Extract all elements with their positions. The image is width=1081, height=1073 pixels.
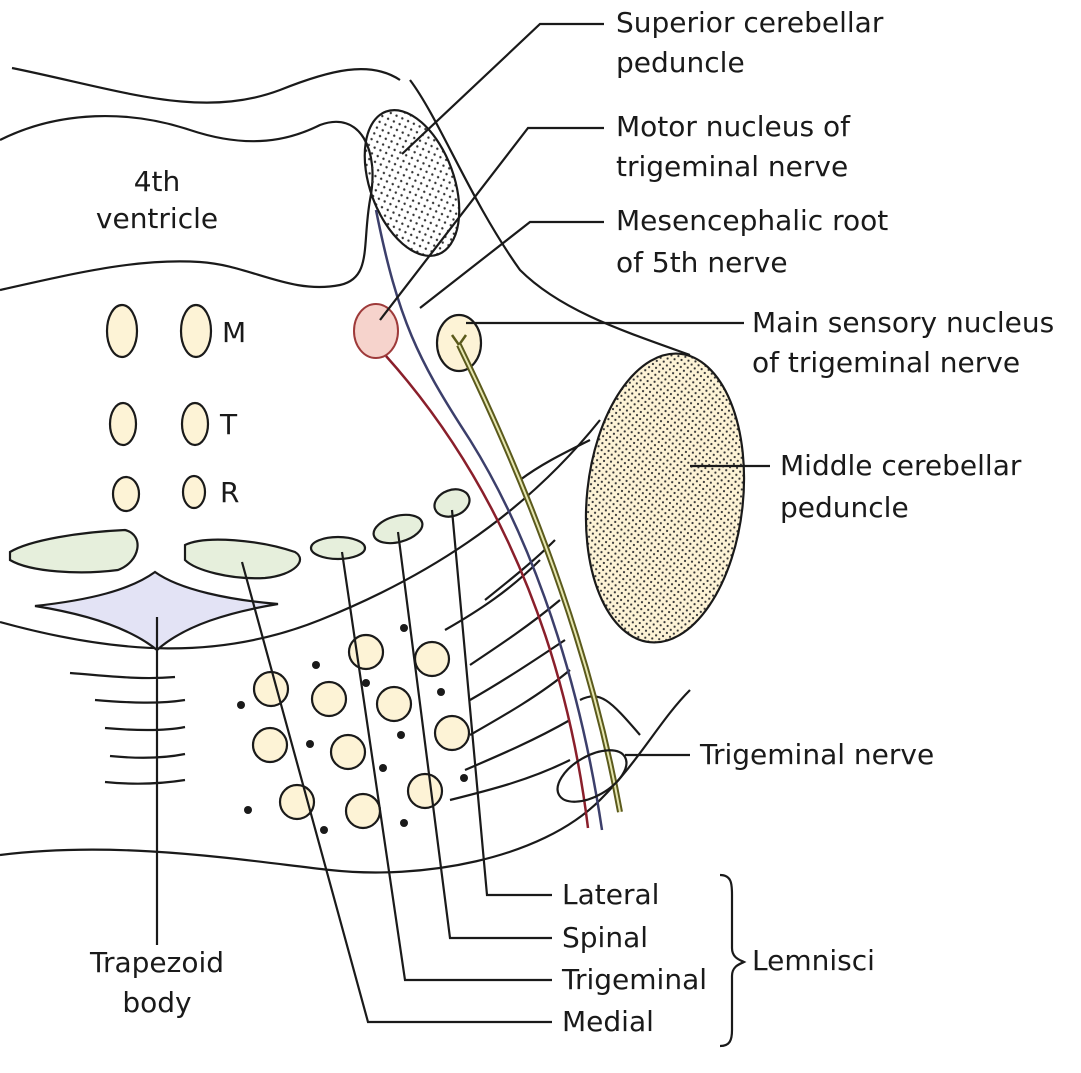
label-trigeminal-nerve: Trigeminal nerve xyxy=(699,738,934,771)
label-lemniscus-trigeminal: Trigeminal xyxy=(561,963,707,996)
label-lemniscus-medial: Medial xyxy=(562,1005,654,1038)
label-mesencephalic-line1: Mesencephalic root xyxy=(616,204,888,237)
trapezoid-body-shape xyxy=(34,570,279,652)
leader-lines xyxy=(155,22,770,1048)
label-lemnisci: Lemnisci xyxy=(752,944,875,977)
pontine-nuclei xyxy=(237,624,471,834)
label-middle-line2: peduncle xyxy=(780,491,909,524)
lemnisci xyxy=(8,488,471,580)
label-superior-line1: Superior cerebellar xyxy=(616,6,884,39)
label-ventricle-line2: ventricle xyxy=(96,202,218,235)
label-motor-line1: Motor nucleus of xyxy=(616,110,851,143)
label-mesencephalic-line2: of 5th nerve xyxy=(616,246,788,279)
label-superior-line2: peduncle xyxy=(616,46,745,79)
motor-nucleus xyxy=(353,303,399,359)
label-main-sensory-line2: of trigeminal nerve xyxy=(752,346,1020,379)
trigeminal-nerve-root xyxy=(556,749,628,803)
label-nucleus-t: T xyxy=(219,408,238,441)
label-middle-line1: Middle cerebellar xyxy=(780,449,1022,482)
label-nucleus-r: R xyxy=(220,476,239,509)
label-lemniscus-lateral: Lateral xyxy=(562,878,659,911)
midline-nuclei xyxy=(105,303,213,513)
label-trapezoid-line2: body xyxy=(122,986,191,1019)
middle-cerebellar-peduncle xyxy=(584,352,746,644)
label-motor-line2: trigeminal nerve xyxy=(616,150,848,183)
label-lemniscus-spinal: Spinal xyxy=(562,921,648,954)
label-ventricle-line1: 4th xyxy=(134,165,181,198)
label-main-sensory-line1: Main sensory nucleus xyxy=(752,306,1054,339)
superior-cerebellar-peduncle xyxy=(363,109,461,257)
labels: 4th ventricle M T R Superior cerebellar … xyxy=(89,6,1054,1038)
label-trapezoid-line1: Trapezoid xyxy=(89,946,224,979)
label-nucleus-m: M xyxy=(222,316,246,349)
fiber-tracts xyxy=(374,209,623,831)
main-sensory-nucleus xyxy=(435,313,483,373)
